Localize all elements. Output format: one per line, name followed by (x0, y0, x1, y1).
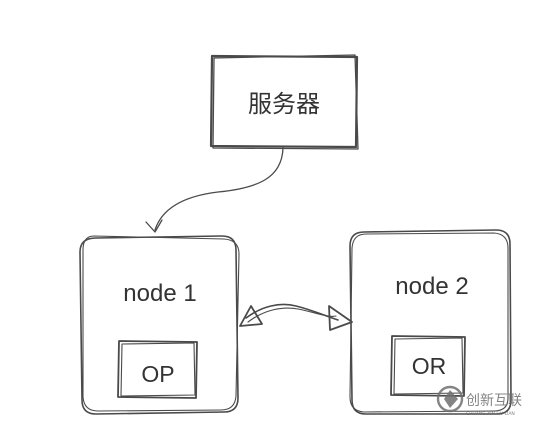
node1-op-label: OP (141, 361, 174, 387)
node2-or-box: OR (390, 335, 466, 397)
watermark-subtext: CHUANG XIN HU LIAN (466, 411, 515, 417)
watermark-text: 创新互联 (466, 393, 522, 409)
node1-label: node 1 (123, 280, 196, 307)
node2-label: node 2 (395, 273, 468, 300)
server-box: 服务器 (209, 54, 359, 150)
watermark-logo-icon (436, 385, 464, 413)
node1-op-box: OP (117, 340, 198, 399)
node-link-arrow (239, 303, 353, 331)
server-to-node1-arrow (145, 147, 284, 233)
watermark: 创新互联 CHUANG XIN HU LIAN (436, 385, 522, 417)
node2-or-label: OR (412, 353, 447, 379)
node2-box: node 2 OR (349, 229, 512, 415)
server-label: 服务器 (248, 91, 320, 118)
node1-box: node 1 OP (79, 235, 240, 415)
